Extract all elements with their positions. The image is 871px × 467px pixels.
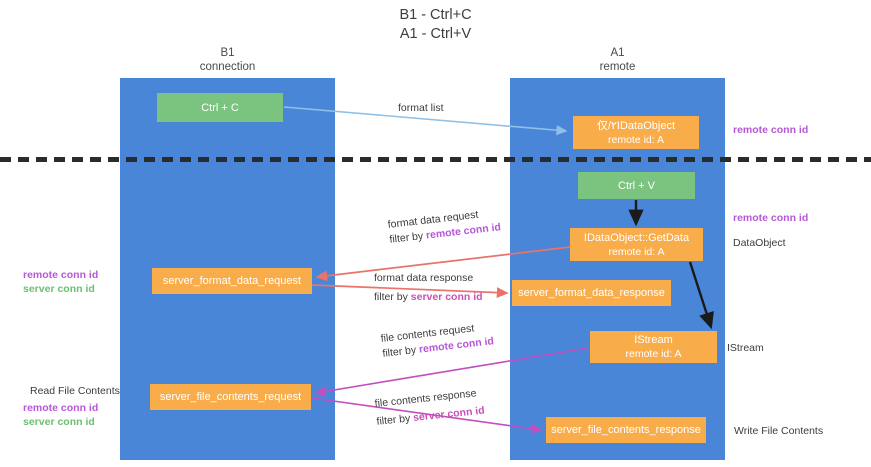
column-header-a1: A1 remote: [510, 47, 725, 74]
node-fmt-response-label: server_format_data_response: [518, 287, 665, 299]
note-text: IStream: [727, 342, 764, 354]
node-istream-sublabel: remote id: A: [625, 348, 682, 360]
note-text: remote conn id: [733, 212, 809, 224]
node-idataobject[interactable]: 仅/۲IDataObject remote id: A: [573, 116, 699, 149]
node-file-request-label: server_file_contents_request: [159, 391, 302, 403]
node-ctrl-v-label: Ctrl + V: [618, 179, 655, 192]
note-text: remote conn id: [733, 124, 809, 136]
filter-by-text: filter by: [375, 412, 414, 428]
column-header-b1-name: B1: [220, 47, 235, 59]
edge-label-file-contents-response: file contents response filter by server …: [374, 386, 485, 430]
node-ctrl-c[interactable]: Ctrl + C: [157, 93, 283, 122]
note-right-dataobject: DataObject: [733, 236, 786, 250]
node-server-file-contents-response[interactable]: server_file_contents_response: [546, 417, 706, 443]
node-istream-label: IStream: [634, 334, 673, 346]
note-left-read-file-contents: Read File Contents: [30, 384, 120, 398]
note-right-remote-conn-id-2: remote conn id: [733, 211, 808, 225]
column-header-a1-sub: remote: [599, 60, 636, 73]
note-right-write-file-contents: Write File Contents: [734, 424, 823, 438]
node-getdata-label: IDataObject::GetData: [583, 231, 690, 244]
note-left-conn-ids-1: remote conn id server conn id: [23, 268, 98, 296]
node-idataobject-label: 仅/۲IDataObject: [596, 119, 676, 132]
page-title: B1 - Ctrl+C A1 - Ctrl+V: [0, 6, 871, 44]
node-server-format-data-response[interactable]: server_format_data_response: [512, 280, 671, 306]
note-text-server: server conn id: [23, 416, 95, 428]
edge-label-format-data-response-line1: format data response: [374, 272, 474, 284]
note-text-remote: remote conn id: [23, 402, 99, 414]
edge-label-format-data-response-line2: filter by server conn id: [374, 290, 483, 305]
node-ctrl-v[interactable]: Ctrl + V: [578, 172, 695, 199]
edge-label-format-list: format list: [398, 101, 444, 116]
note-right-remote-conn-id-1: remote conn id: [733, 123, 808, 137]
note-text: Write File Contents: [734, 425, 824, 437]
highlight-server-conn-id: server conn id: [410, 291, 483, 303]
node-getdata-sublabel: remote id: A: [608, 245, 665, 258]
column-header-b1: B1 connection: [120, 47, 335, 74]
note-text: Read File Contents: [30, 385, 120, 397]
note-right-istream: IStream: [727, 341, 764, 355]
column-header-a1-name: A1: [610, 47, 625, 59]
phase-divider: [0, 157, 871, 162]
page-title-line2: A1 - Ctrl+V: [399, 26, 472, 42]
edge-label-file-contents-request: file contents request filter by remote c…: [380, 319, 495, 361]
edge-label-format-data-request: format data request filter by remote con…: [387, 205, 502, 247]
node-server-format-data-request[interactable]: server_format_data_request: [152, 268, 312, 294]
column-header-b1-sub: connection: [199, 60, 256, 73]
node-idataobject-getdata[interactable]: IDataObject::GetData remote id: A: [570, 228, 703, 261]
node-istream[interactable]: IStream remote id: A: [590, 331, 717, 363]
note-text-remote: remote conn id: [23, 269, 99, 281]
note-text: DataObject: [733, 237, 786, 249]
note-text-server: server conn id: [23, 283, 95, 295]
node-fmt-request-label: server_format_data_request: [162, 275, 302, 287]
edge-label-format-data-response: format data response filter by server co…: [374, 271, 483, 305]
page-title-line1: B1 - Ctrl+C: [399, 7, 472, 23]
filter-by-text: filter by: [374, 291, 411, 303]
note-left-conn-ids-2: remote conn id server conn id: [23, 401, 98, 429]
node-server-file-contents-request[interactable]: server_file_contents_request: [150, 384, 311, 410]
filter-by-text: filter by: [388, 229, 427, 246]
node-ctrl-c-label: Ctrl + C: [201, 101, 239, 114]
filter-by-text: filter by: [381, 343, 420, 360]
edge-label-format-list-line1: format list: [398, 102, 444, 114]
highlight-server-conn-id: server conn id: [412, 404, 486, 424]
node-file-response-label: server_file_contents_response: [551, 424, 701, 436]
node-idataobject-sublabel: remote id: A: [607, 133, 665, 146]
